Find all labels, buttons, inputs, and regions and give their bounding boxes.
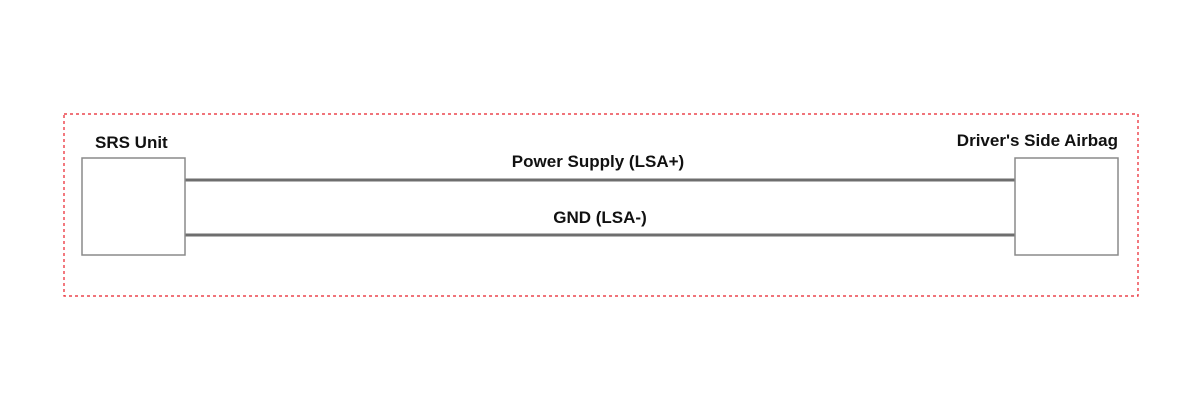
drivers-airbag-box (1014, 157, 1119, 256)
circuit-boundary (63, 113, 1139, 297)
srs-unit-label: SRS Unit (95, 133, 168, 152)
power-supply-label: Power Supply (LSA+) (512, 152, 684, 171)
drivers-airbag-label: Driver's Side Airbag (957, 131, 1118, 150)
srs-unit-box (81, 157, 186, 256)
ground-label: GND (LSA-) (553, 208, 646, 227)
